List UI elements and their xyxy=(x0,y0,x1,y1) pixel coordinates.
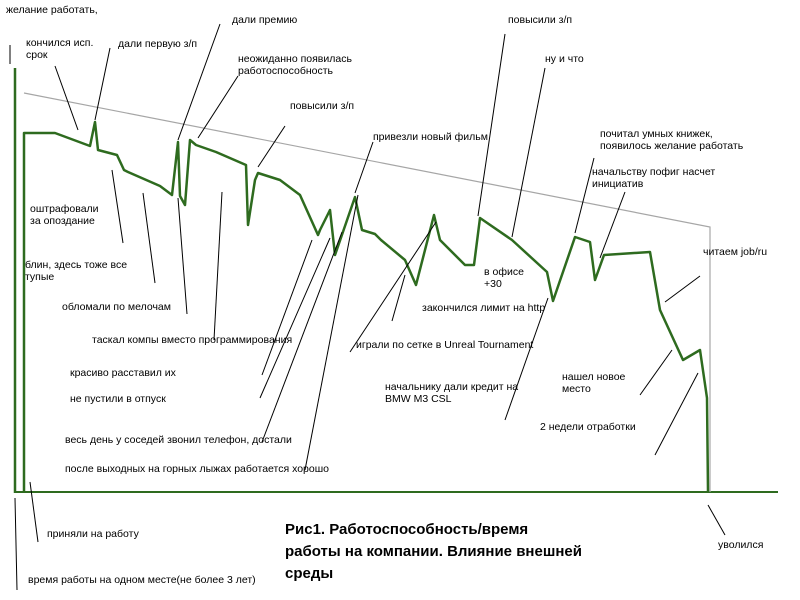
leader-bonus xyxy=(177,23,221,141)
leader-raise-2 xyxy=(477,33,506,217)
annotation-unreal: играли по сетке в Unreal Tournament xyxy=(356,339,533,351)
leader-x-span xyxy=(14,497,18,591)
leader-arranged xyxy=(261,239,313,376)
figure-caption-line-1: Рис1. Работоспособность/время xyxy=(285,521,528,538)
leader-lines xyxy=(9,23,726,591)
leader-read-books xyxy=(574,157,595,234)
annotation-raise-2: повысили з/п xyxy=(508,14,572,26)
leader-stupid xyxy=(142,192,156,284)
leader-new-film xyxy=(354,141,374,194)
annotation-two-weeks: 2 недели отработки xyxy=(540,421,636,433)
y-axis-label: желание работать, xyxy=(6,4,98,16)
leader-job-ru xyxy=(664,275,701,303)
leader-fined xyxy=(111,169,124,244)
annotation-so-what: ну и что xyxy=(545,53,584,65)
leader-raise-1 xyxy=(257,125,286,168)
annotation-read-books: почитал умных книжек,появилось желание р… xyxy=(600,128,744,152)
leader-bosses-dont-care xyxy=(599,191,626,259)
annotation-job-ru: читаем job/ru xyxy=(703,246,767,258)
annotation-new-film: привезли новый фильм xyxy=(373,131,488,143)
annotation-raise-1: повысили з/п xyxy=(290,100,354,112)
annotation-office-heat: в офисе+30 xyxy=(484,266,524,290)
leader-unexpected-energy xyxy=(197,75,239,139)
annotation-phone: весь день у соседей звонил телефон, дост… xyxy=(65,434,292,446)
leader-http-limit xyxy=(391,274,406,322)
annotation-http-limit: закончился лимит на http xyxy=(422,302,545,314)
annotation-no-vacation: не пустили в отпуск xyxy=(70,393,166,405)
leader-first-salary xyxy=(94,47,111,121)
leader-new-place xyxy=(639,349,673,396)
annotation-skiing: после выходных на горных лыжах работаетс… xyxy=(65,463,329,475)
trend-line xyxy=(23,92,711,492)
annotation-bonus: дали премию xyxy=(232,14,297,26)
x-label-hired: приняли на работу xyxy=(47,528,140,540)
leader-so-what xyxy=(511,67,546,238)
leader-bmw xyxy=(504,297,549,421)
leader-trial-period xyxy=(54,65,79,131)
leader-skiing xyxy=(304,194,359,471)
figure-caption-line-2: работы на компании. Влияние внешней xyxy=(285,543,582,560)
leader-fired xyxy=(707,504,726,536)
annotation-arranged: красиво расставил их xyxy=(70,367,177,379)
leader-unreal xyxy=(349,221,437,353)
motivation-curve xyxy=(22,120,710,493)
figure-caption-line-3: среды xyxy=(285,565,333,582)
leader-carried-pcs xyxy=(213,191,223,341)
leader-x-start xyxy=(29,481,39,543)
annotation-trifles: обломали по мелочам xyxy=(62,301,171,313)
leader-trifles xyxy=(177,197,188,315)
annotation-first-salary: дали первую з/п xyxy=(118,38,197,50)
x-label-span: время работы на одном месте(не более 3 л… xyxy=(28,574,256,586)
x-label-fired: уволился xyxy=(718,539,763,551)
leader-phone xyxy=(261,231,343,443)
annotation-trial-period: кончился исп.срок xyxy=(26,37,93,61)
leader-two-weeks xyxy=(654,372,699,456)
annotation-carried-pcs: таскал компы вместо программирования xyxy=(92,334,292,346)
leader-no-vacation xyxy=(259,237,331,399)
